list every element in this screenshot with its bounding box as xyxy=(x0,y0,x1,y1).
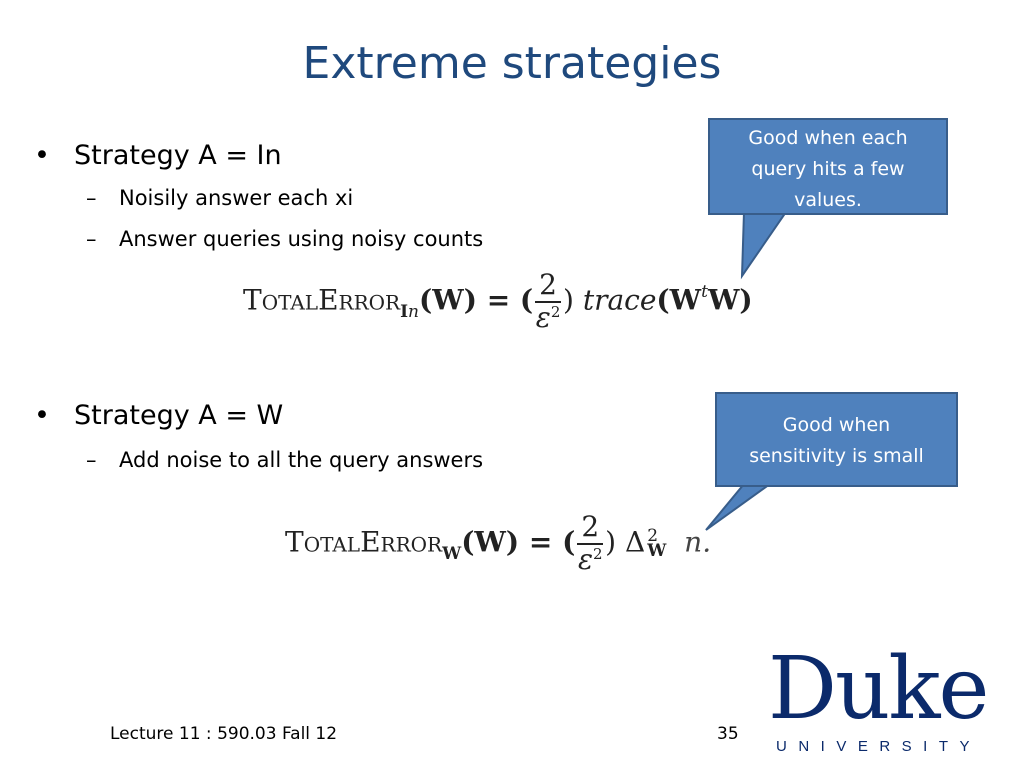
formula-name-part: T xyxy=(243,283,262,317)
formula-paren: ) xyxy=(605,525,617,559)
formula-name-part: E xyxy=(318,283,339,317)
formula-delta: Δ xyxy=(625,525,646,559)
sub-bullet-text: Noisily answer each xi xyxy=(119,186,354,210)
formula-name-part: RROR xyxy=(380,532,443,557)
formula-exponent: t xyxy=(701,282,708,303)
bullet-text: Strategy A = In xyxy=(74,140,282,171)
callout-good-sensitivity: Good when sensitivity is small xyxy=(715,392,958,487)
callout-pointer xyxy=(705,483,774,531)
formula-subscript: W xyxy=(442,544,462,565)
formula-name-part: T xyxy=(285,525,304,559)
duke-logo-wordmark: Duke xyxy=(768,639,989,739)
formula-name-part: OTAL xyxy=(261,290,319,315)
bullet-text: Strategy A = W xyxy=(74,400,284,431)
sub-bullet-noisily-answer: –Noisily answer each xi xyxy=(86,186,353,210)
formula-function: trace xyxy=(582,283,657,317)
fraction-numerator: 2 xyxy=(535,269,561,303)
formula-name-part: E xyxy=(360,525,381,559)
fraction-exponent: 2 xyxy=(550,302,561,321)
callout-text: Good when each query hits a few values. xyxy=(748,127,908,211)
formula-subscript: I xyxy=(400,302,409,323)
formula-function-arg: (W xyxy=(656,283,702,317)
sub-bullet-text: Add noise to all the query answers xyxy=(119,448,484,472)
fraction-exponent: 2 xyxy=(593,544,603,563)
formula-subscript: n xyxy=(408,302,419,323)
formula-name-part: RROR xyxy=(338,290,401,315)
fraction-denominator: ε xyxy=(535,300,551,334)
callout-good-each-query: Good when each query hits a few values. xyxy=(708,118,948,215)
formula-arg: (W) = ( xyxy=(419,283,534,317)
sub-bullet-dash: – xyxy=(86,448,97,472)
formula-subscript: W xyxy=(647,540,667,561)
callout-text: Good when sensitivity is small xyxy=(749,414,924,467)
bullet-dot: • xyxy=(34,140,50,171)
sub-bullet-add-noise: –Add noise to all the query answers xyxy=(86,448,483,472)
formula-arg: (W) = ( xyxy=(461,525,576,559)
bullet-strategy-in: • Strategy A = In xyxy=(34,140,282,171)
bullet-strategy-w: • Strategy A = W xyxy=(34,400,283,431)
sub-bullet-dash: – xyxy=(86,186,97,210)
sub-bullet-answer-queries: –Answer queries using noisy counts xyxy=(86,227,483,251)
sub-bullet-dash: – xyxy=(86,227,97,251)
formula-paren: ) xyxy=(562,283,574,317)
formula-exponent: 2 xyxy=(647,525,659,546)
fraction-numerator: 2 xyxy=(577,511,604,545)
slide-title: Extreme strategies xyxy=(302,38,722,89)
duke-logo-subtitle: UNIVERSITY xyxy=(776,738,982,755)
footer-lecture: Lecture 11 : 590.03 Fall 12 xyxy=(110,724,338,744)
formula-function-arg: W) xyxy=(707,283,753,317)
formula-name-part: OTAL xyxy=(303,532,361,557)
fraction-denominator: ε xyxy=(577,542,593,576)
sub-bullet-text: Answer queries using noisy counts xyxy=(119,227,484,251)
callout-pointer xyxy=(740,211,788,280)
footer-page-number: 35 xyxy=(717,724,739,744)
bullet-dot: • xyxy=(34,400,50,431)
